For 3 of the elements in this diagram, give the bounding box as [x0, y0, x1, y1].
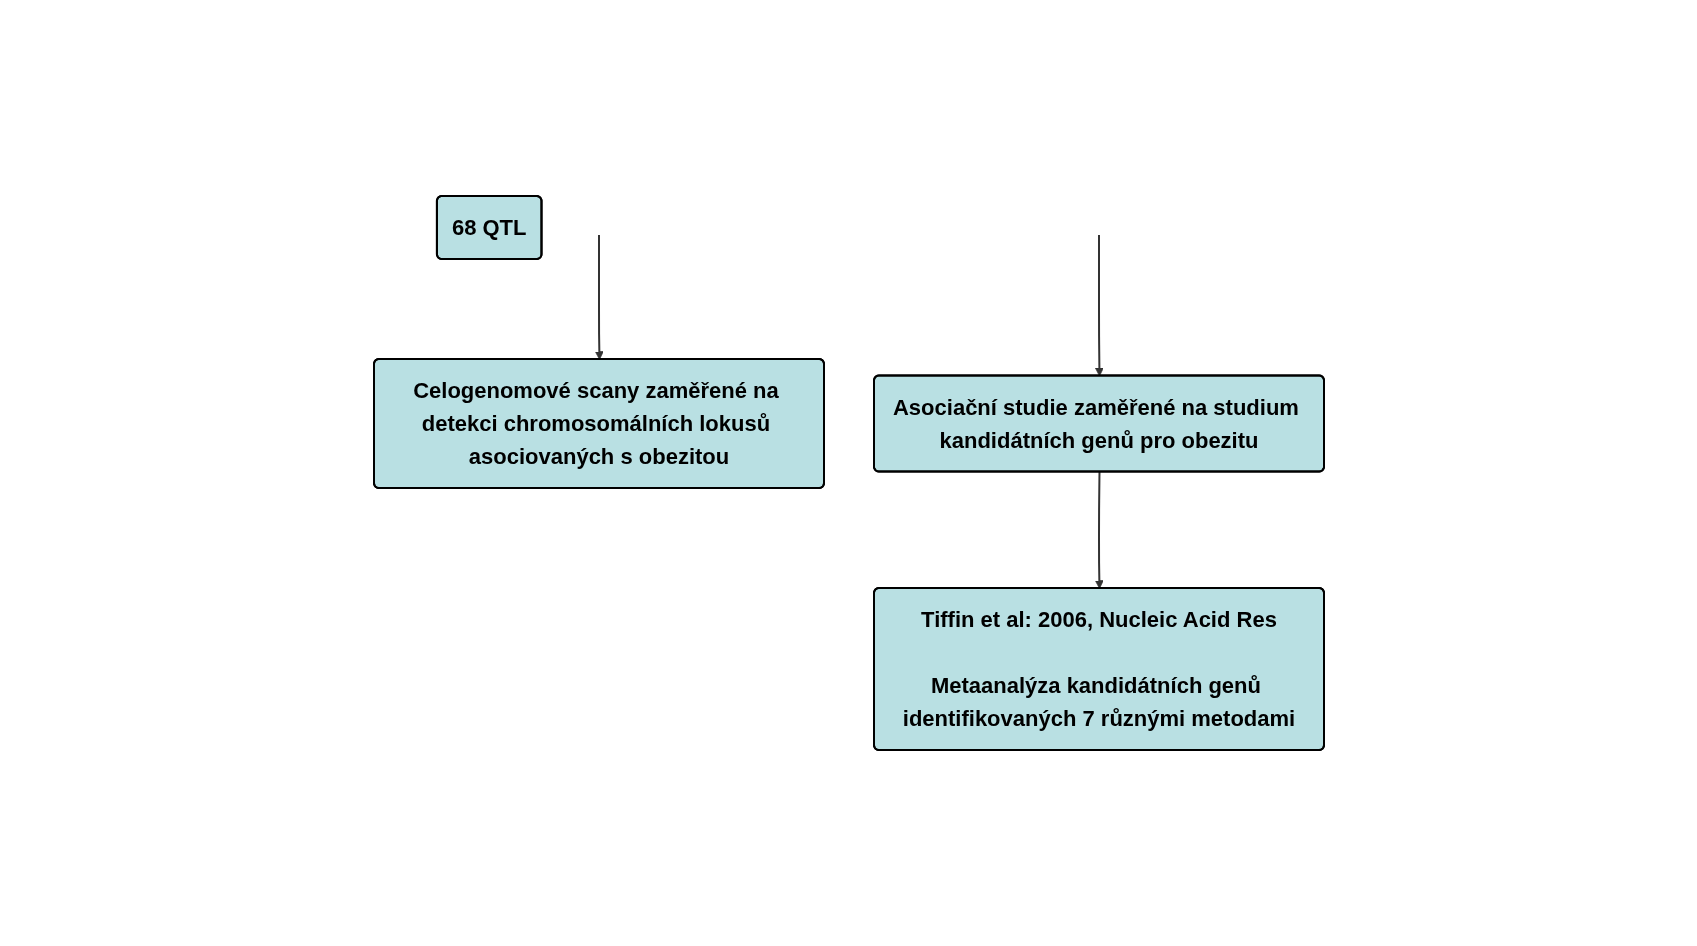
arrow — [594, 234, 604, 360]
arrow — [1094, 471, 1104, 589]
arrow — [1094, 234, 1104, 377]
